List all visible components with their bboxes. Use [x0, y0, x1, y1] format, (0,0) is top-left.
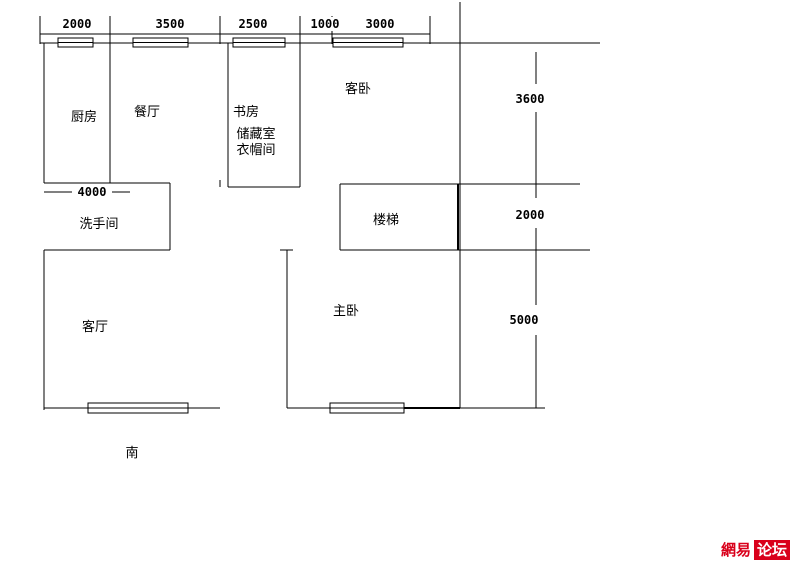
watermark-part1: 網易	[720, 541, 751, 559]
window	[332, 37, 404, 48]
watermark-logo: 網易论坛	[718, 540, 790, 560]
dimension-label: 2500	[239, 17, 268, 31]
dimension-label: 2000	[63, 17, 92, 31]
room-label-master-bedroom: 主卧	[333, 304, 359, 319]
window	[57, 37, 94, 48]
bathroom-width-label: 4000	[78, 185, 107, 199]
dimension-label: 3000	[366, 17, 395, 31]
compass-south-label: 南	[125, 445, 138, 461]
dimension-label: 1000	[311, 17, 340, 31]
watermark-part2: 论坛	[753, 540, 790, 560]
window	[232, 37, 286, 48]
room-label-stairs: 楼梯	[373, 213, 399, 228]
dimension-label: 3500	[156, 17, 185, 31]
room-label-kitchen: 厨房	[71, 109, 97, 125]
room-label-closet: 衣帽间	[236, 142, 275, 158]
dimension-label: 2000	[516, 208, 545, 222]
room-label-dining: 餐厅	[134, 104, 160, 120]
window	[329, 402, 405, 414]
window	[132, 37, 189, 48]
room-label-bathroom: 洗手间	[79, 217, 118, 232]
window	[87, 402, 189, 414]
room-label-guest-bedroom: 客卧	[345, 81, 371, 97]
room-label-study: 书房	[233, 104, 259, 120]
dimension-label: 3600	[516, 92, 545, 106]
room-label-living-room: 客厅	[82, 319, 108, 335]
room-label-storage: 储藏室	[236, 126, 275, 142]
dimension-label: 5000	[510, 313, 539, 327]
